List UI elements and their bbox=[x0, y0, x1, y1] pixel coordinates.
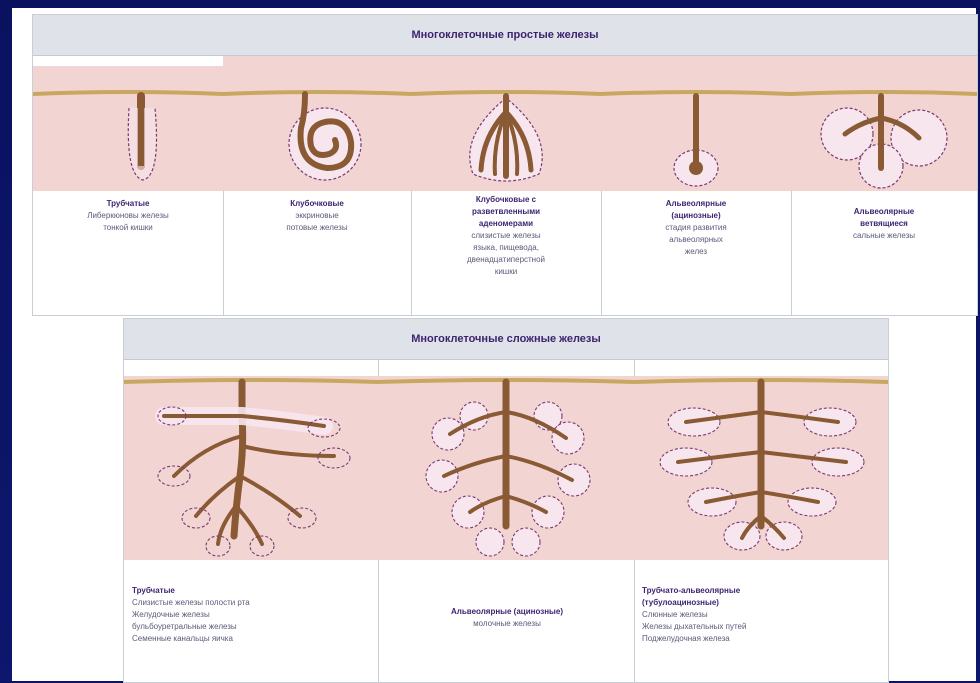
compound-tubuloalveolar-caption: Трубчато-альвеолярные (тубулоацинозные) … bbox=[642, 585, 882, 645]
branched-coiled-title: Клубочковые с разветвленными аденомерами bbox=[415, 194, 597, 230]
alveolar-desc: стадия развития альвеолярных желез bbox=[605, 222, 787, 258]
coiled-desc: эккриновые потовые железы bbox=[227, 210, 407, 234]
compound-tubuloalveolar-illustration bbox=[634, 376, 888, 560]
simple-glands-table: Многоклеточные простые железы Трубчатые … bbox=[32, 14, 978, 316]
compound-alveolar-caption: Альвеолярные (ацинозные) молочные железы bbox=[386, 606, 628, 630]
compound-gland-alveolar: Альвеолярные (ацинозные) молочные железы bbox=[378, 360, 635, 682]
compound-alveolar-desc: молочные железы bbox=[386, 618, 628, 630]
branched-coiled-caption: Клубочковые с разветвленными аденомерами… bbox=[415, 194, 597, 278]
simple-gland-coiled: Клубочковые эккриновые потовые железы bbox=[223, 56, 412, 315]
branched-alveolar-title: Альвеолярные ветвящиеся bbox=[795, 206, 973, 230]
compound-glands-header: Многоклеточные сложные железы bbox=[124, 319, 888, 360]
compound-glands-table: Многоклеточные сложные железы bbox=[123, 318, 889, 683]
compound-alveolar-illustration bbox=[378, 376, 634, 560]
alveolar-title: Альвеолярные (ацинозные) bbox=[605, 198, 787, 222]
compound-tubuloalveolar-title: Трубчато-альвеолярные (тубулоацинозные) bbox=[642, 585, 882, 609]
compound-alveolar-title: Альвеолярные (ацинозные) bbox=[386, 606, 628, 618]
compound-tubular-caption: Трубчатые Слизистые железы полости рта Ж… bbox=[132, 585, 372, 645]
tubular-desc: Либеркюновы железы тонкой кишки bbox=[37, 210, 219, 234]
coiled-gland-illustration bbox=[223, 56, 411, 191]
branched-alveolar-caption: Альвеолярные ветвящиеся сальные железы bbox=[795, 206, 973, 242]
tubular-gland-illustration bbox=[33, 56, 223, 191]
tubular-title: Трубчатые bbox=[37, 198, 219, 210]
coiled-title: Клубочковые bbox=[227, 198, 407, 210]
branched-alveolar-desc: сальные железы bbox=[795, 230, 973, 242]
compound-gland-tubuloalveolar: Трубчато-альвеолярные (тубулоацинозные) … bbox=[634, 360, 888, 682]
branched-alveolar-gland-illustration bbox=[791, 56, 977, 191]
compound-tubular-title: Трубчатые bbox=[132, 585, 372, 597]
compound-tubular-desc: Слизистые железы полости рта Желудочные … bbox=[132, 597, 372, 645]
alveolar-gland-illustration bbox=[601, 56, 791, 191]
branched-coiled-gland-illustration bbox=[411, 56, 601, 191]
simple-gland-alveolar: Альвеолярные (ацинозные) стадия развития… bbox=[601, 56, 792, 315]
compound-tubuloalveolar-desc: Слюнные железы Железы дыхательных путей … bbox=[642, 609, 882, 645]
compound-gland-tubular: Трубчатые Слизистые железы полости рта Ж… bbox=[124, 360, 379, 682]
compound-tubular-illustration bbox=[124, 376, 378, 560]
simple-gland-branched-coiled: Клубочковые с разветвленными аденомерами… bbox=[411, 56, 602, 315]
branched-coiled-desc: слизистые железы языка, пищевода, двенад… bbox=[415, 230, 597, 278]
coiled-caption: Клубочковые эккриновые потовые железы bbox=[227, 198, 407, 234]
tubular-caption: Трубчатые Либеркюновы железы тонкой кишк… bbox=[37, 198, 219, 234]
alveolar-caption: Альвеолярные (ацинозные) стадия развития… bbox=[605, 198, 787, 258]
simple-gland-branched-alveolar: Альвеолярные ветвящиеся сальные железы bbox=[791, 56, 977, 315]
simple-gland-tubular: Трубчатые Либеркюновы железы тонкой кишк… bbox=[33, 56, 224, 315]
simple-glands-header: Многоклеточные простые железы bbox=[33, 15, 977, 56]
